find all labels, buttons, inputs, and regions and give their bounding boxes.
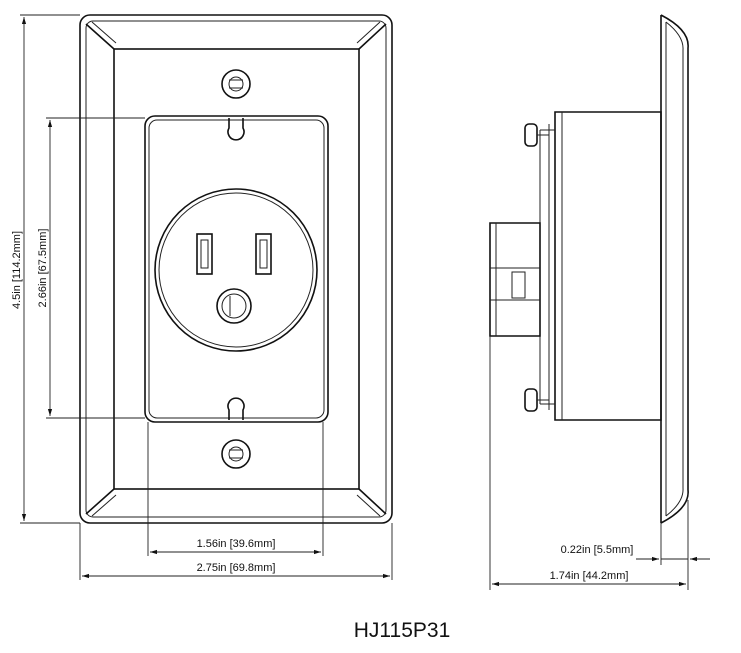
blade-slot-left: [196, 233, 213, 275]
dim-label-plate-width: 2.75in [69.8mm]: [197, 562, 276, 574]
plate-screw-top: [221, 69, 251, 99]
keyhole-slot-bottom: [227, 397, 245, 420]
ground-hole: [216, 288, 252, 324]
dimension-plate-height: 4.5in [114.2mm]: [11, 17, 27, 521]
side-view: [489, 14, 689, 590]
side-screw-top: [524, 123, 549, 147]
side-screw-bottom: [524, 388, 549, 412]
blade-slot-right: [255, 233, 272, 275]
dim-label-opening-height: 2.66in [67.5mm]: [37, 229, 49, 308]
dim-label-opening-width: 1.56in [39.6mm]: [197, 538, 276, 550]
front-view: [20, 14, 393, 580]
dimension-opening-width: 1.56in [39.6mm]: [150, 538, 321, 555]
dim-label-plate-height: 4.5in [114.2mm]: [11, 231, 23, 309]
receptacle-side-body: [554, 111, 662, 421]
terminal-block: [489, 222, 541, 337]
plate-profile: [660, 14, 689, 524]
keyhole-slot-top: [227, 118, 245, 141]
model-number: HJ115P31: [354, 619, 451, 642]
wall-plate-face: [113, 48, 360, 490]
plate-screw-bottom: [221, 439, 251, 469]
dimension-total-depth: 1.74in [44.2mm]: [492, 570, 686, 587]
outlet-face: [154, 188, 318, 352]
wall-plate-inner-edge: [85, 20, 387, 518]
dimension-plate-width: 2.75in [69.8mm]: [82, 562, 390, 579]
dim-label-plate-thickness: 0.22in [5.5mm]: [561, 544, 634, 556]
dimension-plate-thickness: 0.22in [5.5mm]: [561, 544, 710, 562]
receptacle-body: [144, 115, 329, 423]
bevel-corners: [85, 23, 387, 515]
dimension-opening-height: 2.66in [67.5mm]: [37, 120, 53, 416]
wall-plate-outer: [79, 14, 393, 524]
dim-label-total-depth: 1.74in [44.2mm]: [550, 570, 629, 582]
